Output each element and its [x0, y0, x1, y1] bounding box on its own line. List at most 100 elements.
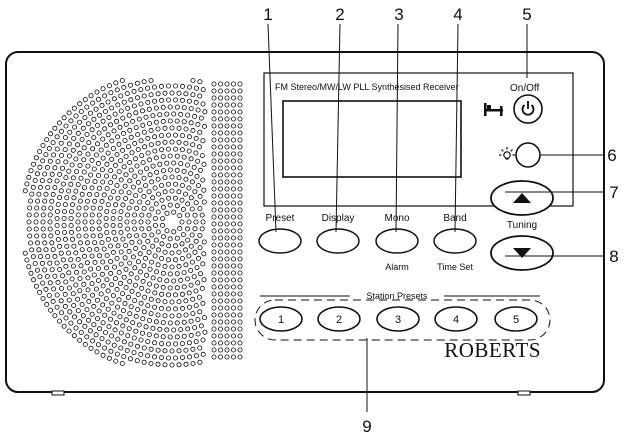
grille-hole: [111, 229, 117, 235]
grille-hole: [217, 319, 223, 325]
grille-hole: [237, 151, 243, 157]
preset-5-button[interactable]: 5: [494, 306, 538, 332]
grille-hole: [114, 182, 120, 188]
preset-2-button[interactable]: 2: [317, 306, 361, 332]
grille-hole: [103, 296, 109, 302]
grille-hole: [96, 342, 102, 348]
grille-hole: [197, 193, 203, 199]
grille-hole: [113, 202, 119, 208]
preset-4-button[interactable]: 4: [434, 306, 478, 332]
grille-hole: [230, 235, 236, 241]
grille-hole: [85, 287, 91, 293]
grille-hole: [55, 159, 61, 165]
grille-hole: [36, 191, 42, 197]
grille-hole: [162, 90, 168, 96]
tuning-down-button[interactable]: [490, 235, 554, 271]
grille-hole: [174, 320, 180, 326]
band-timeset-button[interactable]: [433, 228, 477, 254]
grille-hole: [197, 129, 203, 135]
grille-hole: [217, 137, 223, 143]
callout-6: 6: [607, 146, 616, 165]
grille-hole: [110, 292, 116, 298]
grille-hole: [159, 255, 165, 261]
grille-hole: [64, 243, 70, 249]
grille-hole: [134, 233, 140, 239]
grille-hole: [97, 185, 103, 191]
grille-hole: [108, 122, 114, 128]
grille-hole: [78, 175, 84, 181]
grille-hole: [132, 265, 138, 271]
grille-hole: [188, 332, 194, 338]
grille-hole: [100, 118, 106, 124]
grille-hole: [211, 249, 217, 255]
grille-hole: [125, 212, 131, 218]
preset-1-button[interactable]: 1: [259, 306, 303, 332]
grille-hole: [179, 255, 185, 261]
grille-hole: [146, 189, 152, 195]
grille-hole: [106, 355, 112, 361]
grille-hole: [230, 193, 236, 199]
grille-hole: [81, 157, 87, 163]
grille-hole: [81, 145, 87, 151]
preset-button[interactable]: [258, 228, 302, 254]
grille-hole: [188, 318, 194, 324]
grille-hole: [179, 182, 185, 188]
mono-alarm-button[interactable]: [375, 228, 419, 254]
grille-hole: [169, 348, 175, 354]
grille-hole: [160, 334, 166, 340]
grille-hole: [217, 102, 223, 108]
display-button[interactable]: [316, 228, 360, 254]
grille-hole: [193, 303, 199, 309]
grille-hole: [100, 283, 106, 289]
light-button[interactable]: [515, 142, 541, 168]
grille-hole: [147, 281, 153, 287]
grille-hole: [217, 270, 223, 276]
grille-hole: [178, 277, 184, 283]
grille-hole: [98, 291, 104, 297]
grille-hole: [181, 333, 187, 339]
grille-hole: [179, 97, 185, 103]
grille-hole: [141, 79, 147, 85]
grille-hole: [40, 280, 46, 286]
grille-hole: [162, 362, 168, 368]
grille-hole: [217, 144, 223, 150]
grille-hole: [146, 121, 152, 127]
grille-hole: [82, 185, 88, 191]
grille-hole: [217, 88, 223, 94]
grille-hole: [60, 257, 66, 263]
grille-hole: [123, 195, 129, 201]
grille-hole: [160, 320, 166, 326]
grille-hole: [162, 313, 168, 319]
tuning-up-button[interactable]: [490, 180, 554, 216]
grille-hole: [37, 274, 43, 280]
grille-hole: [211, 137, 217, 143]
grille-hole: [132, 212, 138, 218]
grille-hole: [132, 156, 138, 162]
grille-hole: [89, 212, 95, 218]
grille-hole: [237, 179, 243, 185]
grille-hole: [149, 259, 155, 265]
grille-hole: [192, 189, 198, 195]
grille-hole: [126, 190, 132, 196]
grille-hole: [104, 185, 110, 191]
grille-hole: [179, 305, 185, 311]
grille-hole: [104, 173, 110, 179]
grille-hole: [160, 234, 166, 240]
grille-hole: [162, 348, 168, 354]
grille-hole: [64, 195, 70, 201]
lcd-screen: [282, 100, 462, 178]
grille-hole: [86, 121, 92, 127]
grille-hole: [142, 144, 148, 150]
power-button[interactable]: [513, 94, 543, 124]
preset-3-button[interactable]: 3: [376, 306, 420, 332]
grille-hole: [90, 292, 96, 298]
grille-hole: [181, 284, 187, 290]
grille-hole: [96, 278, 102, 284]
grille-hole: [47, 226, 53, 232]
grille-hole: [96, 130, 102, 136]
grille-hole: [172, 292, 178, 298]
grille-hole: [181, 270, 187, 276]
triangle-down-icon: [513, 248, 531, 258]
grille-hole: [102, 126, 108, 132]
grille-hole: [89, 219, 95, 225]
